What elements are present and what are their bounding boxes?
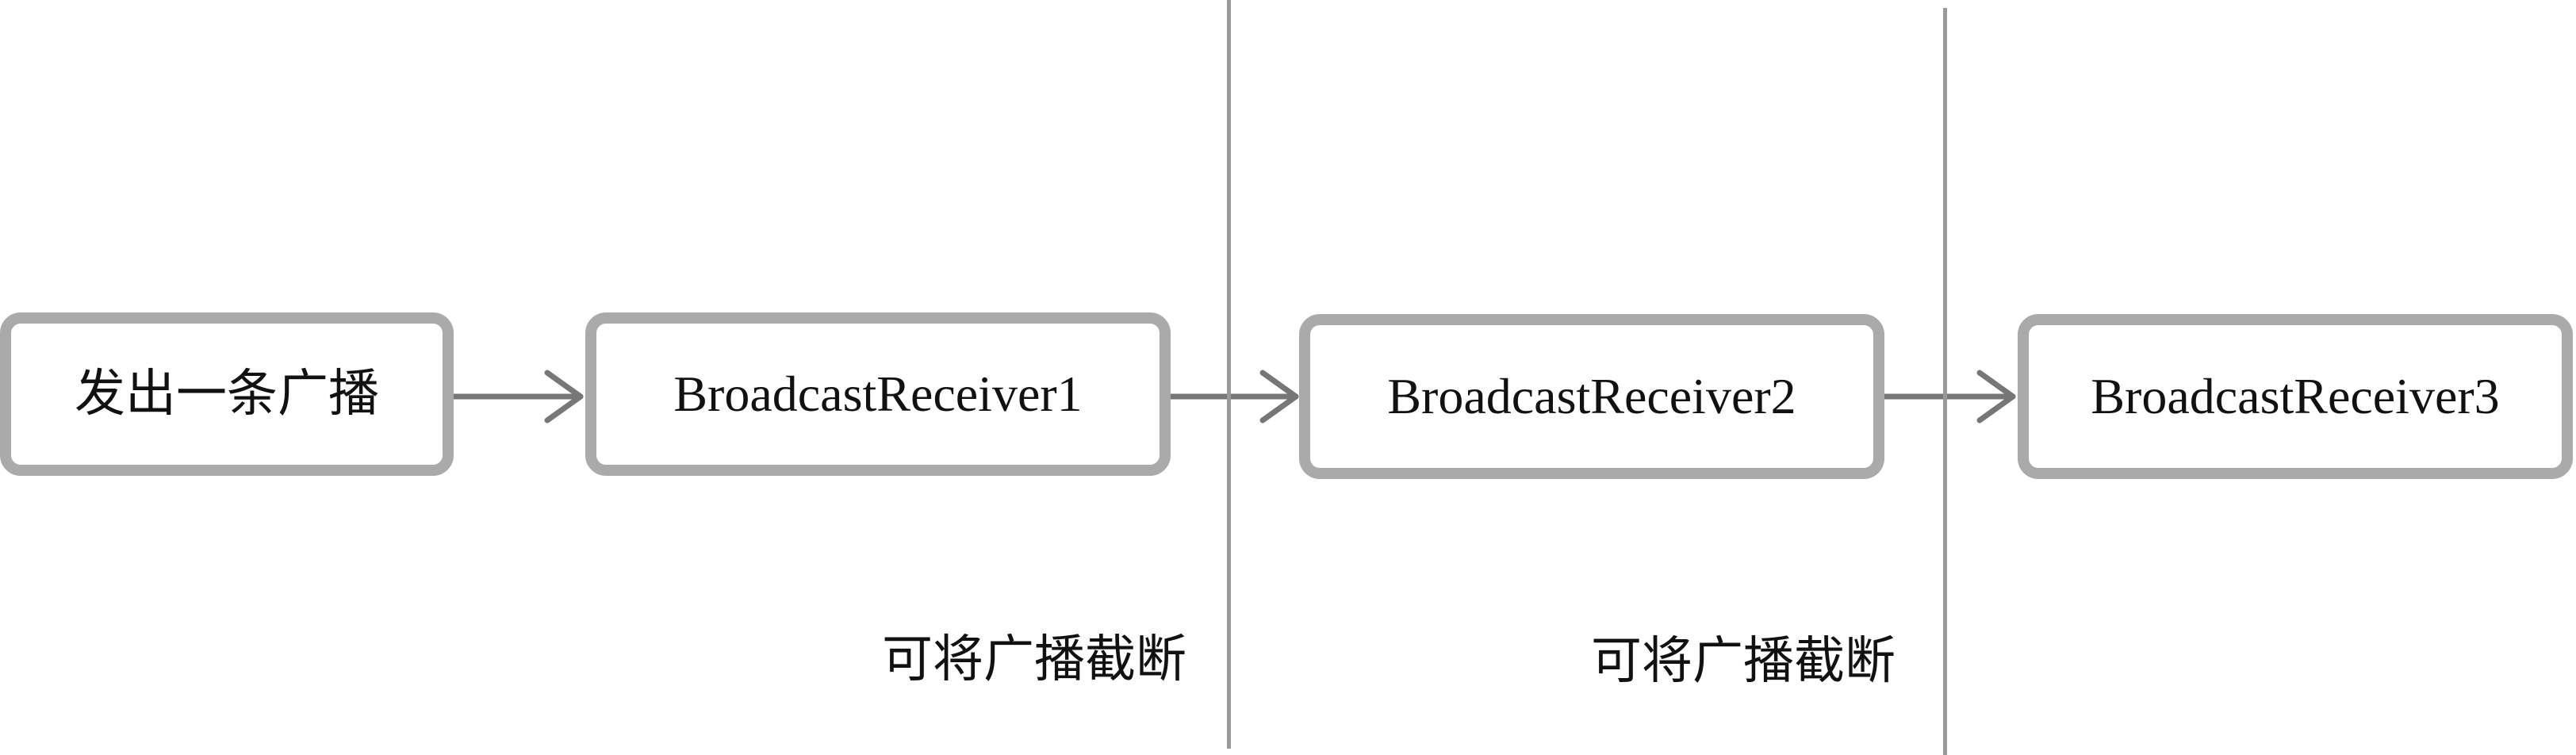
divider-line-1 bbox=[1227, 0, 1231, 749]
node-send-broadcast: 发出一条广播 bbox=[0, 312, 454, 476]
intercept-note-2: 可将广播截断 bbox=[1591, 632, 1896, 691]
node-broadcast-receiver-1-label: BroadcastReceiver1 bbox=[673, 366, 1083, 422]
intercept-note-1: 可将广播截断 bbox=[882, 630, 1186, 689]
node-send-broadcast-label: 发出一条广播 bbox=[75, 365, 379, 423]
node-broadcast-receiver-1: BroadcastReceiver1 bbox=[585, 312, 1171, 476]
node-broadcast-receiver-3-label: BroadcastReceiver3 bbox=[2091, 368, 2500, 424]
node-broadcast-receiver-2-label: BroadcastReceiver2 bbox=[1387, 368, 1796, 424]
arrow-sender-to-receiver1 bbox=[450, 370, 584, 423]
divider-line-2 bbox=[1943, 8, 1947, 755]
node-broadcast-receiver-3: BroadcastReceiver3 bbox=[2018, 314, 2573, 479]
node-broadcast-receiver-2: BroadcastReceiver2 bbox=[1299, 314, 1884, 479]
